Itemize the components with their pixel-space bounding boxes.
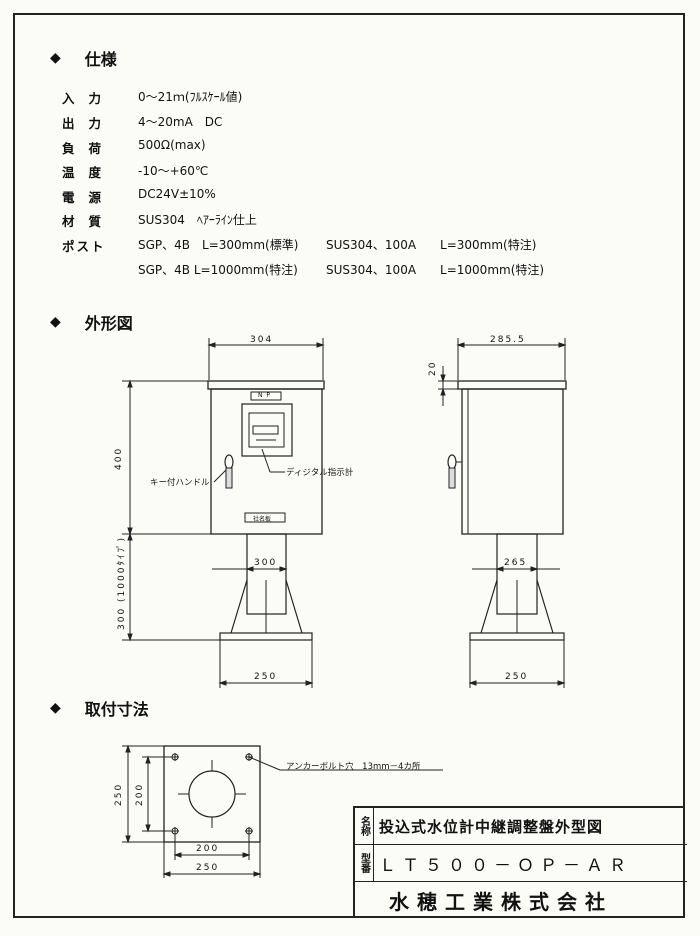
section-spec: ◆ 仕様 xyxy=(50,46,117,70)
spec-value: 0～21ｍ(ﾌﾙｽｹｰﾙ値) xyxy=(138,90,243,104)
dim-side-post-depth: 265 xyxy=(504,558,528,568)
drawing-frame xyxy=(13,13,685,918)
nameplate-label: 社名板 xyxy=(253,516,272,523)
anchor-bolt-note: アンカーボルト穴 13mm－4カ所 xyxy=(286,762,421,772)
title-block-model-row: 型番 ＬＴ５００－ＯＰ－ＡＲ xyxy=(355,845,687,882)
dim-front-height: 400 xyxy=(114,446,124,470)
dim-side-base-depth: 250 xyxy=(505,672,529,682)
section-mounting: ◆ 取付寸法 xyxy=(50,696,149,720)
dim-side-depth: 285.5 xyxy=(490,335,526,345)
side-view xyxy=(438,338,567,688)
digital-indicator-label: ディジタル指示計 xyxy=(286,468,354,478)
diamond-bullet-icon: ◆ xyxy=(50,50,61,66)
diamond-bullet-icon: ◆ xyxy=(50,700,61,716)
name-tag: 名称 xyxy=(355,808,374,844)
drawing-name: 投込式水位計中継調整盤外型図 xyxy=(379,817,604,836)
dim-side-roof: 20 xyxy=(428,360,438,376)
spec-value: -10～+60℃ xyxy=(138,164,209,178)
spec-value: 4～20mA DC xyxy=(138,115,223,129)
post-row1-right: SUS304、100A L=300mm(特注) xyxy=(326,238,537,252)
title-block-name-row: 名称 投込式水位計中継調整盤外型図 xyxy=(355,808,687,845)
spec-label: 入力 xyxy=(62,91,116,106)
front-view xyxy=(122,338,325,688)
section-spec-title: 仕様 xyxy=(84,50,117,69)
post-row1-left: SGP、4B L=300mm(標準) xyxy=(138,238,299,252)
dim-front-post-width: 300 xyxy=(254,558,278,568)
dim-mount-inner-v: 200 xyxy=(135,782,145,806)
dim-mount-outer: 250 xyxy=(196,863,220,873)
title-block-company-row: 水穂工業株式会社 xyxy=(355,882,687,918)
dim-mount-inner: 200 xyxy=(196,844,220,854)
section-outline: ◆ 外形図 xyxy=(50,310,133,334)
key-handle-label: キー付ハンドル xyxy=(150,478,210,488)
title-block: 名称 投込式水位計中継調整盤外型図 型番 ＬＴ５００－ＯＰ－ＡＲ 水穂工業株式会… xyxy=(353,806,687,918)
dim-front-base-width: 250 xyxy=(254,672,278,682)
model-tag-text: 型番 xyxy=(358,853,370,873)
post-row2-left: SGP、4B L=1000mm(特注) xyxy=(138,263,298,277)
model-tag: 型番 xyxy=(355,845,374,881)
np-label: N P xyxy=(258,392,272,399)
company-name: 水穂工業株式会社 xyxy=(389,889,613,914)
section-mounting-title: 取付寸法 xyxy=(84,700,149,719)
spec-label: 温度 xyxy=(62,165,116,180)
post-row2-right: SUS304、100A L=1000mm(特注) xyxy=(326,263,545,277)
spec-value: 500Ω(max) xyxy=(138,138,206,152)
dim-front-width: 304 xyxy=(250,335,274,345)
dim-mount-outer-v: 250 xyxy=(114,782,124,806)
spec-label: ポスト xyxy=(62,239,106,254)
spec-label: 負荷 xyxy=(62,141,116,156)
spec-label: 出力 xyxy=(62,116,116,131)
name-tag-text: 名称 xyxy=(358,816,370,836)
spec-value: SUS304 ﾍｱｰﾗｲﾝ仕上 xyxy=(138,213,257,227)
spec-label: 材質 xyxy=(62,214,116,229)
section-outline-title: 外形図 xyxy=(84,314,133,333)
model-number: ＬＴ５００－ＯＰ－ＡＲ xyxy=(379,855,632,876)
spec-label: 電源 xyxy=(62,190,116,205)
dim-front-post-height: 300 (1000ﾀｲﾌﾟ) xyxy=(117,536,127,630)
diamond-bullet-icon: ◆ xyxy=(50,314,61,330)
mounting-plan xyxy=(122,744,443,878)
spec-value: DC24V±10% xyxy=(138,187,216,201)
